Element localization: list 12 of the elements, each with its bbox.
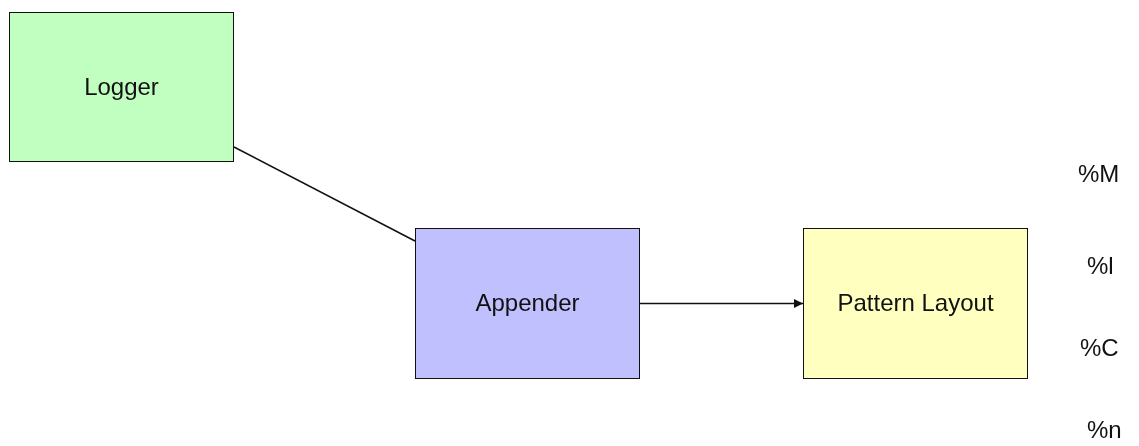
connector-line [233,146,416,242]
node-label: Appender [474,288,581,319]
node-label: Pattern Layout [836,288,995,319]
format-specifier: %n [1087,416,1122,444]
layout-box [803,228,1028,379]
format-specifier: %C [1080,334,1119,362]
arrow [639,299,804,308]
node-label: Logger [83,71,160,102]
appender-box [415,228,640,379]
logger-box [9,12,234,162]
format-specifier: %M [1078,160,1120,188]
format-specifier: %l [1087,252,1114,280]
